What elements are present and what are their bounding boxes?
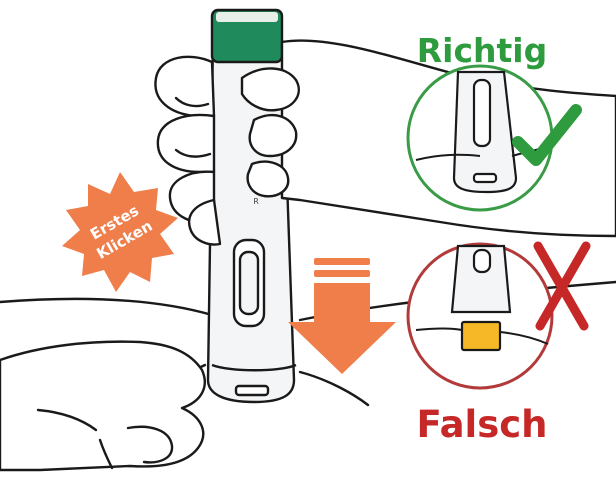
down-arrow-icon <box>288 258 396 374</box>
yellow-indicator <box>462 322 500 350</box>
incorrect-example: Falsch <box>408 244 586 446</box>
svg-text:R: R <box>253 197 259 206</box>
correct-zoomed-pen <box>454 72 516 192</box>
correct-label: Richtig <box>417 31 548 70</box>
lower-hand <box>0 342 205 470</box>
incorrect-label: Falsch <box>416 403 547 446</box>
first-click-badge: Erstes Klicken <box>62 172 178 292</box>
